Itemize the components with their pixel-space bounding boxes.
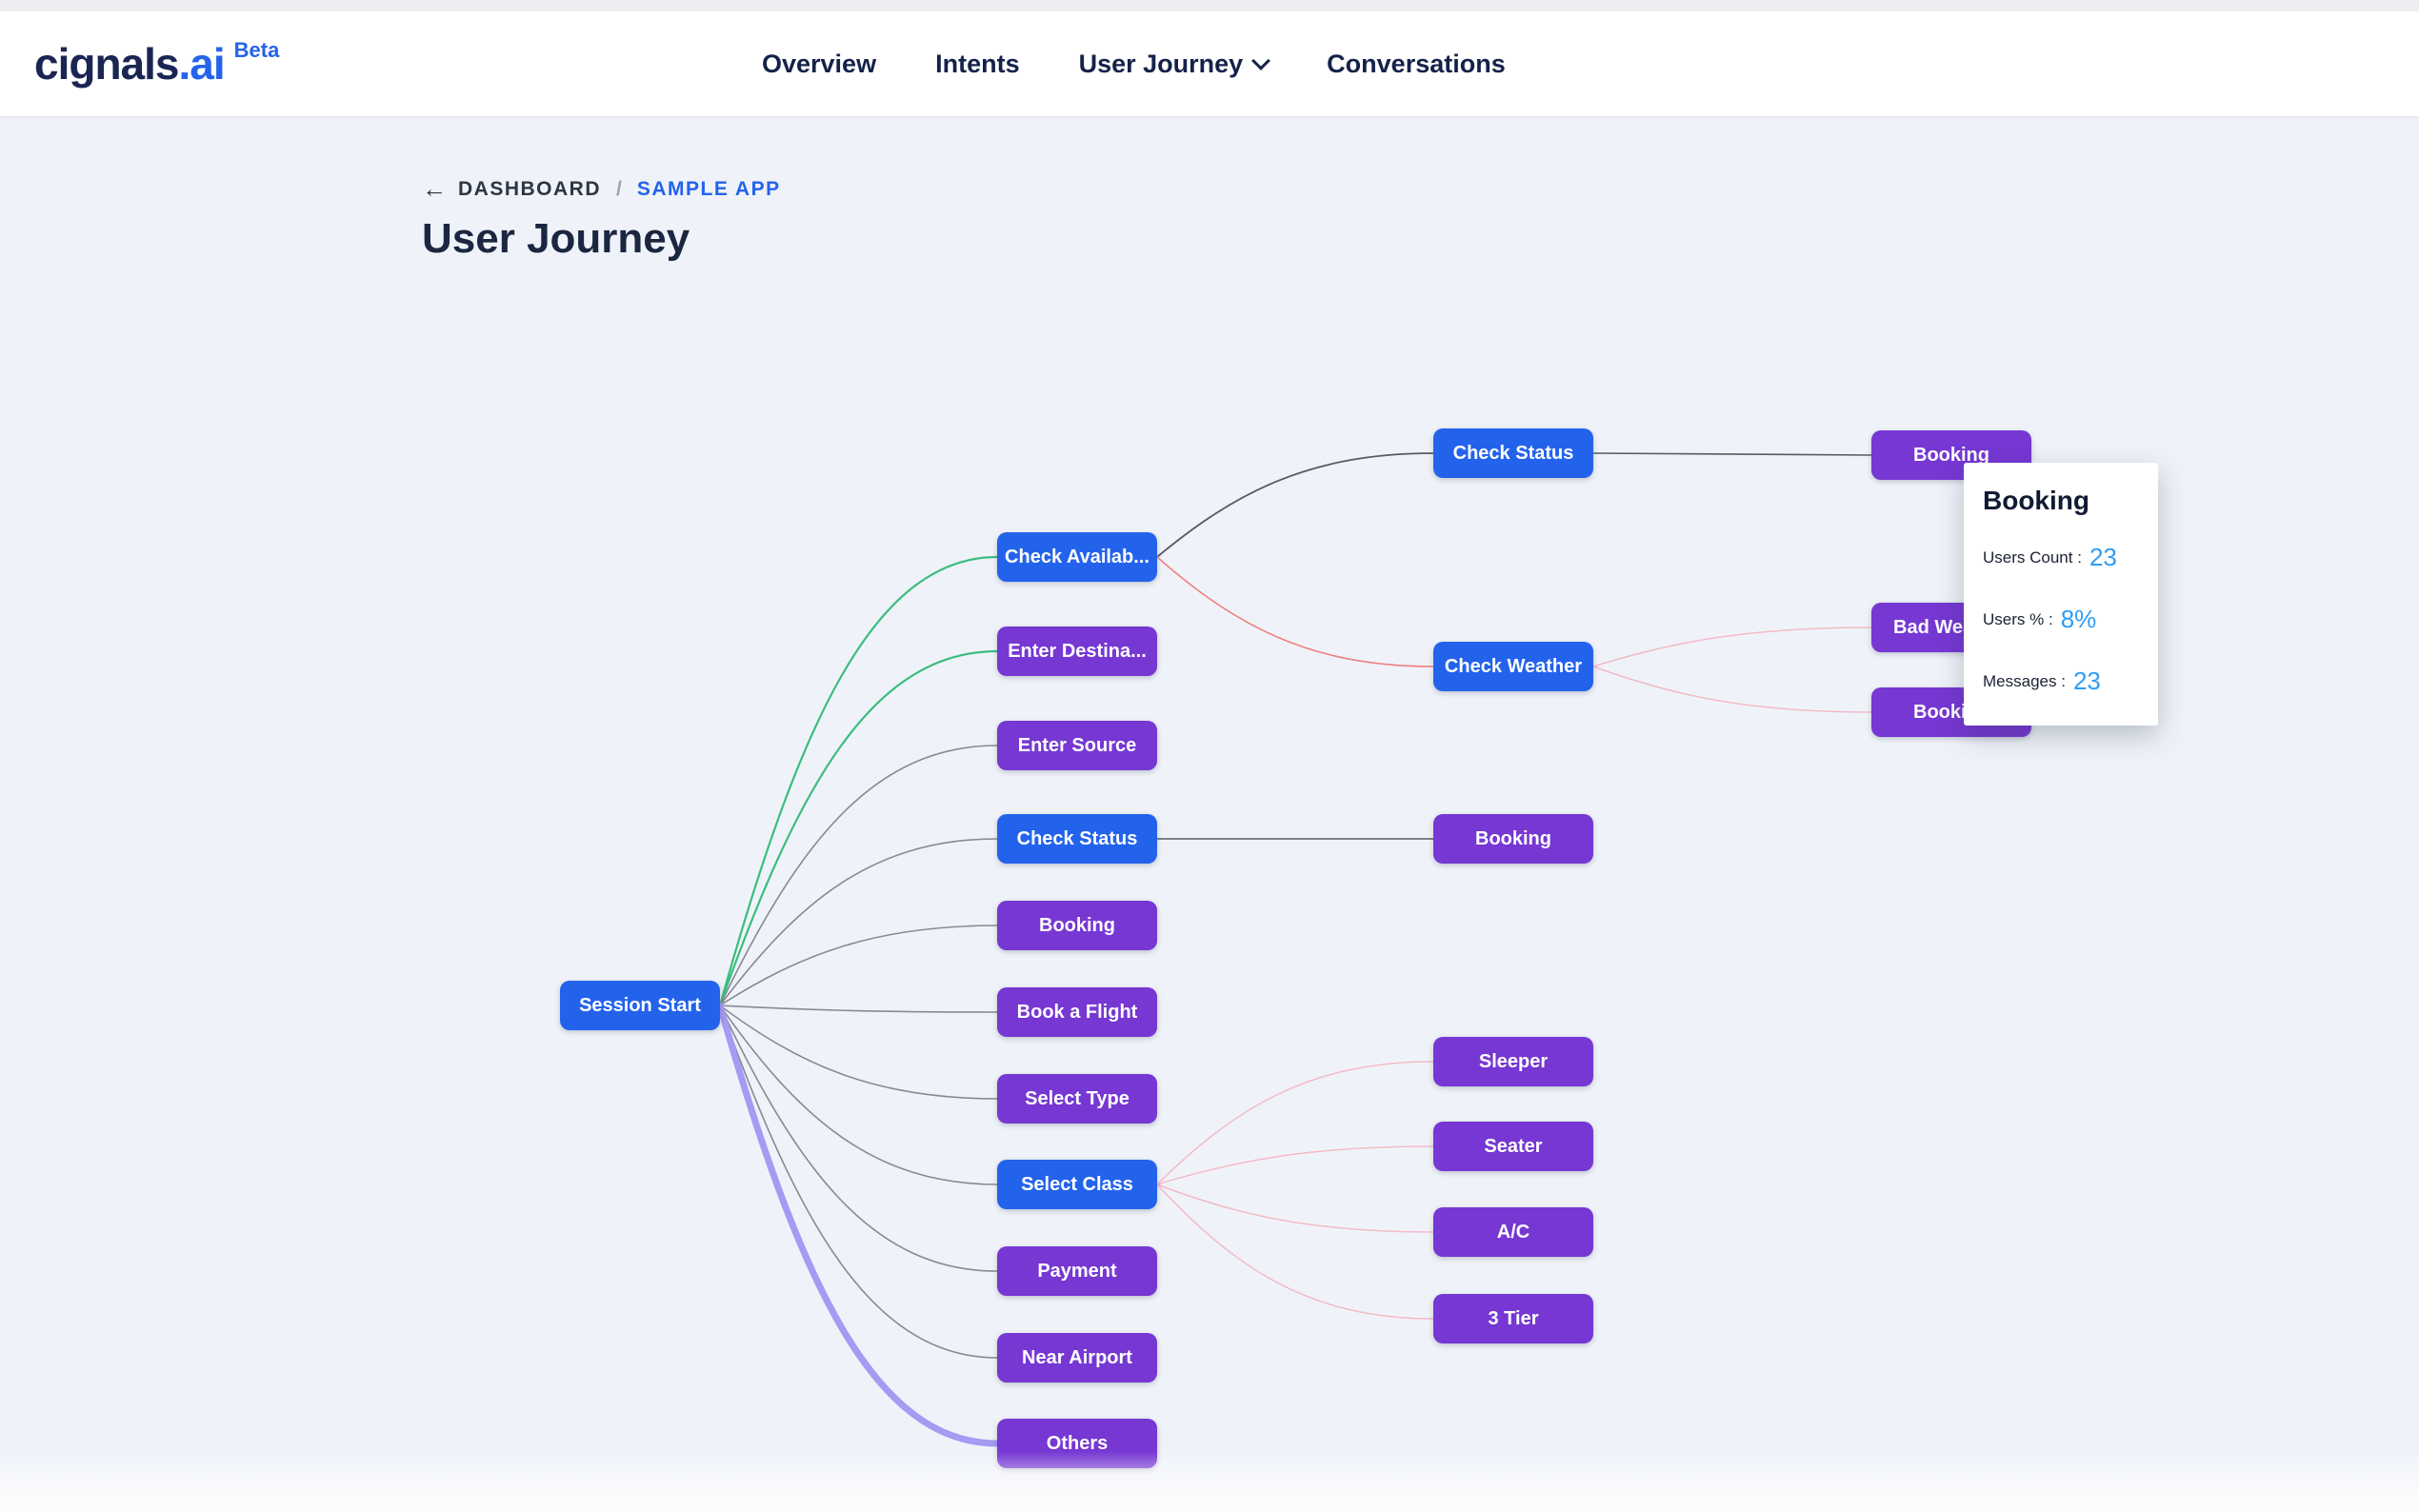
nav-item-label: Intents: [935, 49, 1020, 78]
breadcrumb-separator: /: [616, 177, 622, 200]
nav-item-label: Overview: [762, 49, 877, 78]
journey-edge-session-start-check-availability: [718, 555, 999, 1007]
journey-edge-check-weather-booking-4: [1592, 666, 1872, 713]
nav-item-label: Conversations: [1327, 49, 1506, 78]
journey-node-session-start[interactable]: Session Start: [560, 981, 720, 1030]
journey-edge-session-start-enter-source: [719, 745, 998, 1006]
journey-node-select-class[interactable]: Select Class: [997, 1160, 1157, 1209]
journey-node-enter-destination[interactable]: Enter Destina...: [997, 627, 1157, 676]
nav-item-intents[interactable]: Intents: [935, 50, 1020, 79]
journey-node-book-a-flight[interactable]: Book a Flight: [997, 987, 1157, 1037]
journey-node-check-status-1[interactable]: Check Status: [997, 814, 1157, 864]
page-title: User Journey: [422, 215, 690, 262]
bottom-fade: [0, 1451, 2419, 1512]
node-tooltip: Booking Users Count : 23 Users % : 8% Me…: [1964, 463, 2158, 726]
journey-node-check-availability[interactable]: Check Availab...: [997, 532, 1157, 582]
journey-node-booking-2[interactable]: Booking: [1433, 814, 1593, 864]
top-strip: [0, 0, 2419, 11]
journey-node-ac[interactable]: A/C: [1433, 1207, 1593, 1257]
main-nav: Overview Intents User Journey Conversati…: [762, 11, 1506, 116]
tooltip-label: Users Count :: [1983, 547, 2082, 567]
journey-node-sleeper[interactable]: Sleeper: [1433, 1037, 1593, 1086]
journey-edge-select-class-seater: [1156, 1145, 1434, 1185]
tooltip-row-users-percent: Users % : 8%: [1983, 605, 2139, 634]
journey-node-booking-1[interactable]: Booking: [997, 901, 1157, 950]
logo[interactable]: cignals .ai Beta: [34, 11, 279, 116]
tooltip-title: Booking: [1983, 486, 2089, 515]
beta-badge: Beta: [233, 38, 280, 62]
journey-node-booking-3[interactable]: Booking: [1871, 430, 2031, 480]
journey-node-others[interactable]: Others: [997, 1419, 1157, 1468]
journey-edge-select-class-ac: [1156, 1184, 1434, 1233]
breadcrumb: ← DASHBOARD / SAMPLE APP: [422, 174, 781, 204]
journey-edge-select-class-three-tier: [1156, 1184, 1434, 1320]
journey-edge-session-start-book-a-flight: [719, 1005, 998, 1013]
journey-edge-session-start-enter-destination: [718, 649, 999, 1007]
tooltip-value: 8%: [2060, 605, 2097, 633]
journey-edge-session-start-booking-1: [719, 925, 998, 1006]
journey-node-check-status-2[interactable]: Check Status: [1433, 428, 1593, 478]
journey-edge-session-start-check-status-1: [719, 838, 998, 1006]
journey-node-check-weather[interactable]: Check Weather: [1433, 642, 1593, 691]
journey-edge-session-start-others: [716, 1002, 1001, 1447]
tooltip-label: Messages :: [1983, 671, 2066, 690]
nav-item-user-journey[interactable]: User Journey: [1078, 49, 1271, 79]
journey-edge-check-availability-check-weather: [1156, 556, 1434, 667]
tooltip-row-users-count: Users Count : 23: [1983, 543, 2139, 572]
tooltip-label: Users % :: [1983, 609, 2053, 628]
nav-item-overview[interactable]: Overview: [762, 50, 876, 79]
journey-edge-session-start-select-type: [719, 1005, 998, 1100]
journey-edge-check-availability-check-status-2: [1156, 452, 1434, 558]
journey-edge-select-class-sleeper: [1156, 1061, 1434, 1185]
nav-item-label: User Journey: [1078, 49, 1244, 78]
tooltip-row-messages: Messages : 23: [1983, 666, 2139, 696]
journey-edge-check-weather-bad-weather: [1592, 627, 1872, 667]
journey-node-enter-source[interactable]: Enter Source: [997, 721, 1157, 770]
logo-suffix: .ai: [178, 39, 226, 89]
breadcrumb-dashboard-link[interactable]: DASHBOARD: [458, 177, 601, 200]
logo-brand: cignals: [34, 39, 180, 89]
tooltip-value: 23: [2072, 666, 2101, 695]
back-arrow-icon[interactable]: ←: [422, 174, 447, 203]
journey-edge-check-status-2-booking-3: [1592, 452, 1872, 456]
nav-item-conversations[interactable]: Conversations: [1327, 50, 1506, 79]
journey-node-three-tier[interactable]: 3 Tier: [1433, 1294, 1593, 1343]
journey-node-payment[interactable]: Payment: [997, 1246, 1157, 1296]
journey-edge-session-start-select-class: [719, 1005, 998, 1185]
journey-node-select-type[interactable]: Select Type: [997, 1074, 1157, 1124]
journey-node-near-airport[interactable]: Near Airport: [997, 1333, 1157, 1383]
journey-node-seater[interactable]: Seater: [1433, 1122, 1593, 1171]
journey-edge-session-start-payment: [719, 1005, 998, 1272]
tooltip-value: 23: [2089, 543, 2117, 571]
header: cignals .ai Beta Overview Intents User J…: [0, 11, 2419, 118]
breadcrumb-sample-app-link[interactable]: SAMPLE APP: [636, 177, 781, 200]
journey-edge-session-start-near-airport: [719, 1005, 998, 1359]
chevron-down-icon: [1251, 50, 1271, 70]
